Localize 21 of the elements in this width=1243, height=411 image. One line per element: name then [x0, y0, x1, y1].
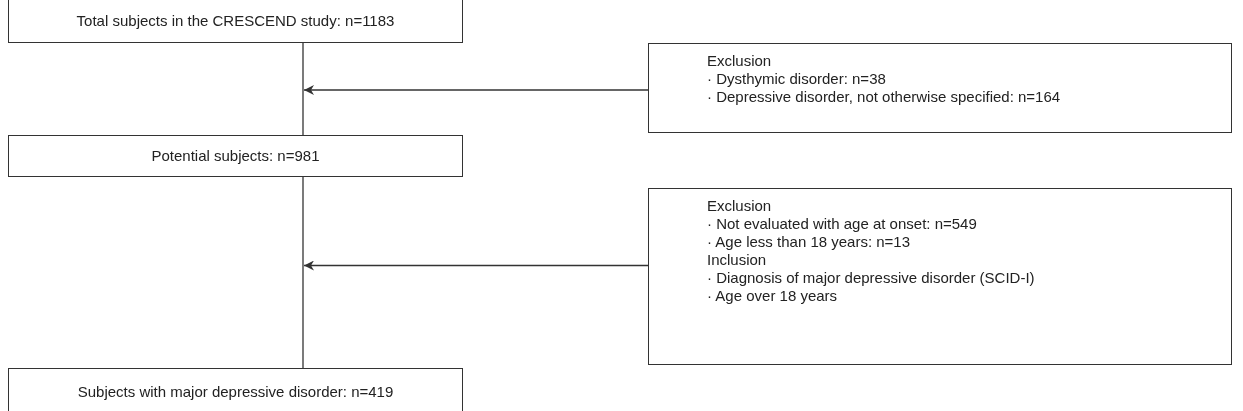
process-box [8, 135, 463, 177]
list-text: · Age less than 18 years: n=13 [707, 233, 912, 251]
list-text: Exclusion [707, 197, 773, 215]
process-box [8, 0, 463, 43]
list-text: Inclusion [707, 251, 768, 269]
list-text: · Diagnosis of major depressive disorder (SCID-I) [707, 269, 1036, 287]
note-box [648, 188, 1232, 365]
list-text: · Age over 18 years [707, 287, 839, 305]
note-box [648, 43, 1232, 133]
box-label: Total subjects in the CRESCEND study: n=1183 [76, 11, 395, 30]
process-box [8, 368, 463, 411]
list-text: · Dysthymic disorder: n=38 [707, 70, 887, 88]
connector-line [302, 176, 304, 369]
box-label: Subjects with major depressive disorder: n=419 [77, 383, 394, 401]
list-text: Exclusion [707, 52, 773, 70]
connector-line [302, 42, 304, 136]
box-label: Potential subjects: n=981 [151, 147, 320, 165]
arrow [303, 260, 649, 271]
list-text: · Not evaluated with age at onset: n=549 [707, 215, 978, 233]
list-text: · Depressive disorder, not otherwise specified: n=164 [707, 88, 1062, 106]
arrow [303, 85, 649, 95]
